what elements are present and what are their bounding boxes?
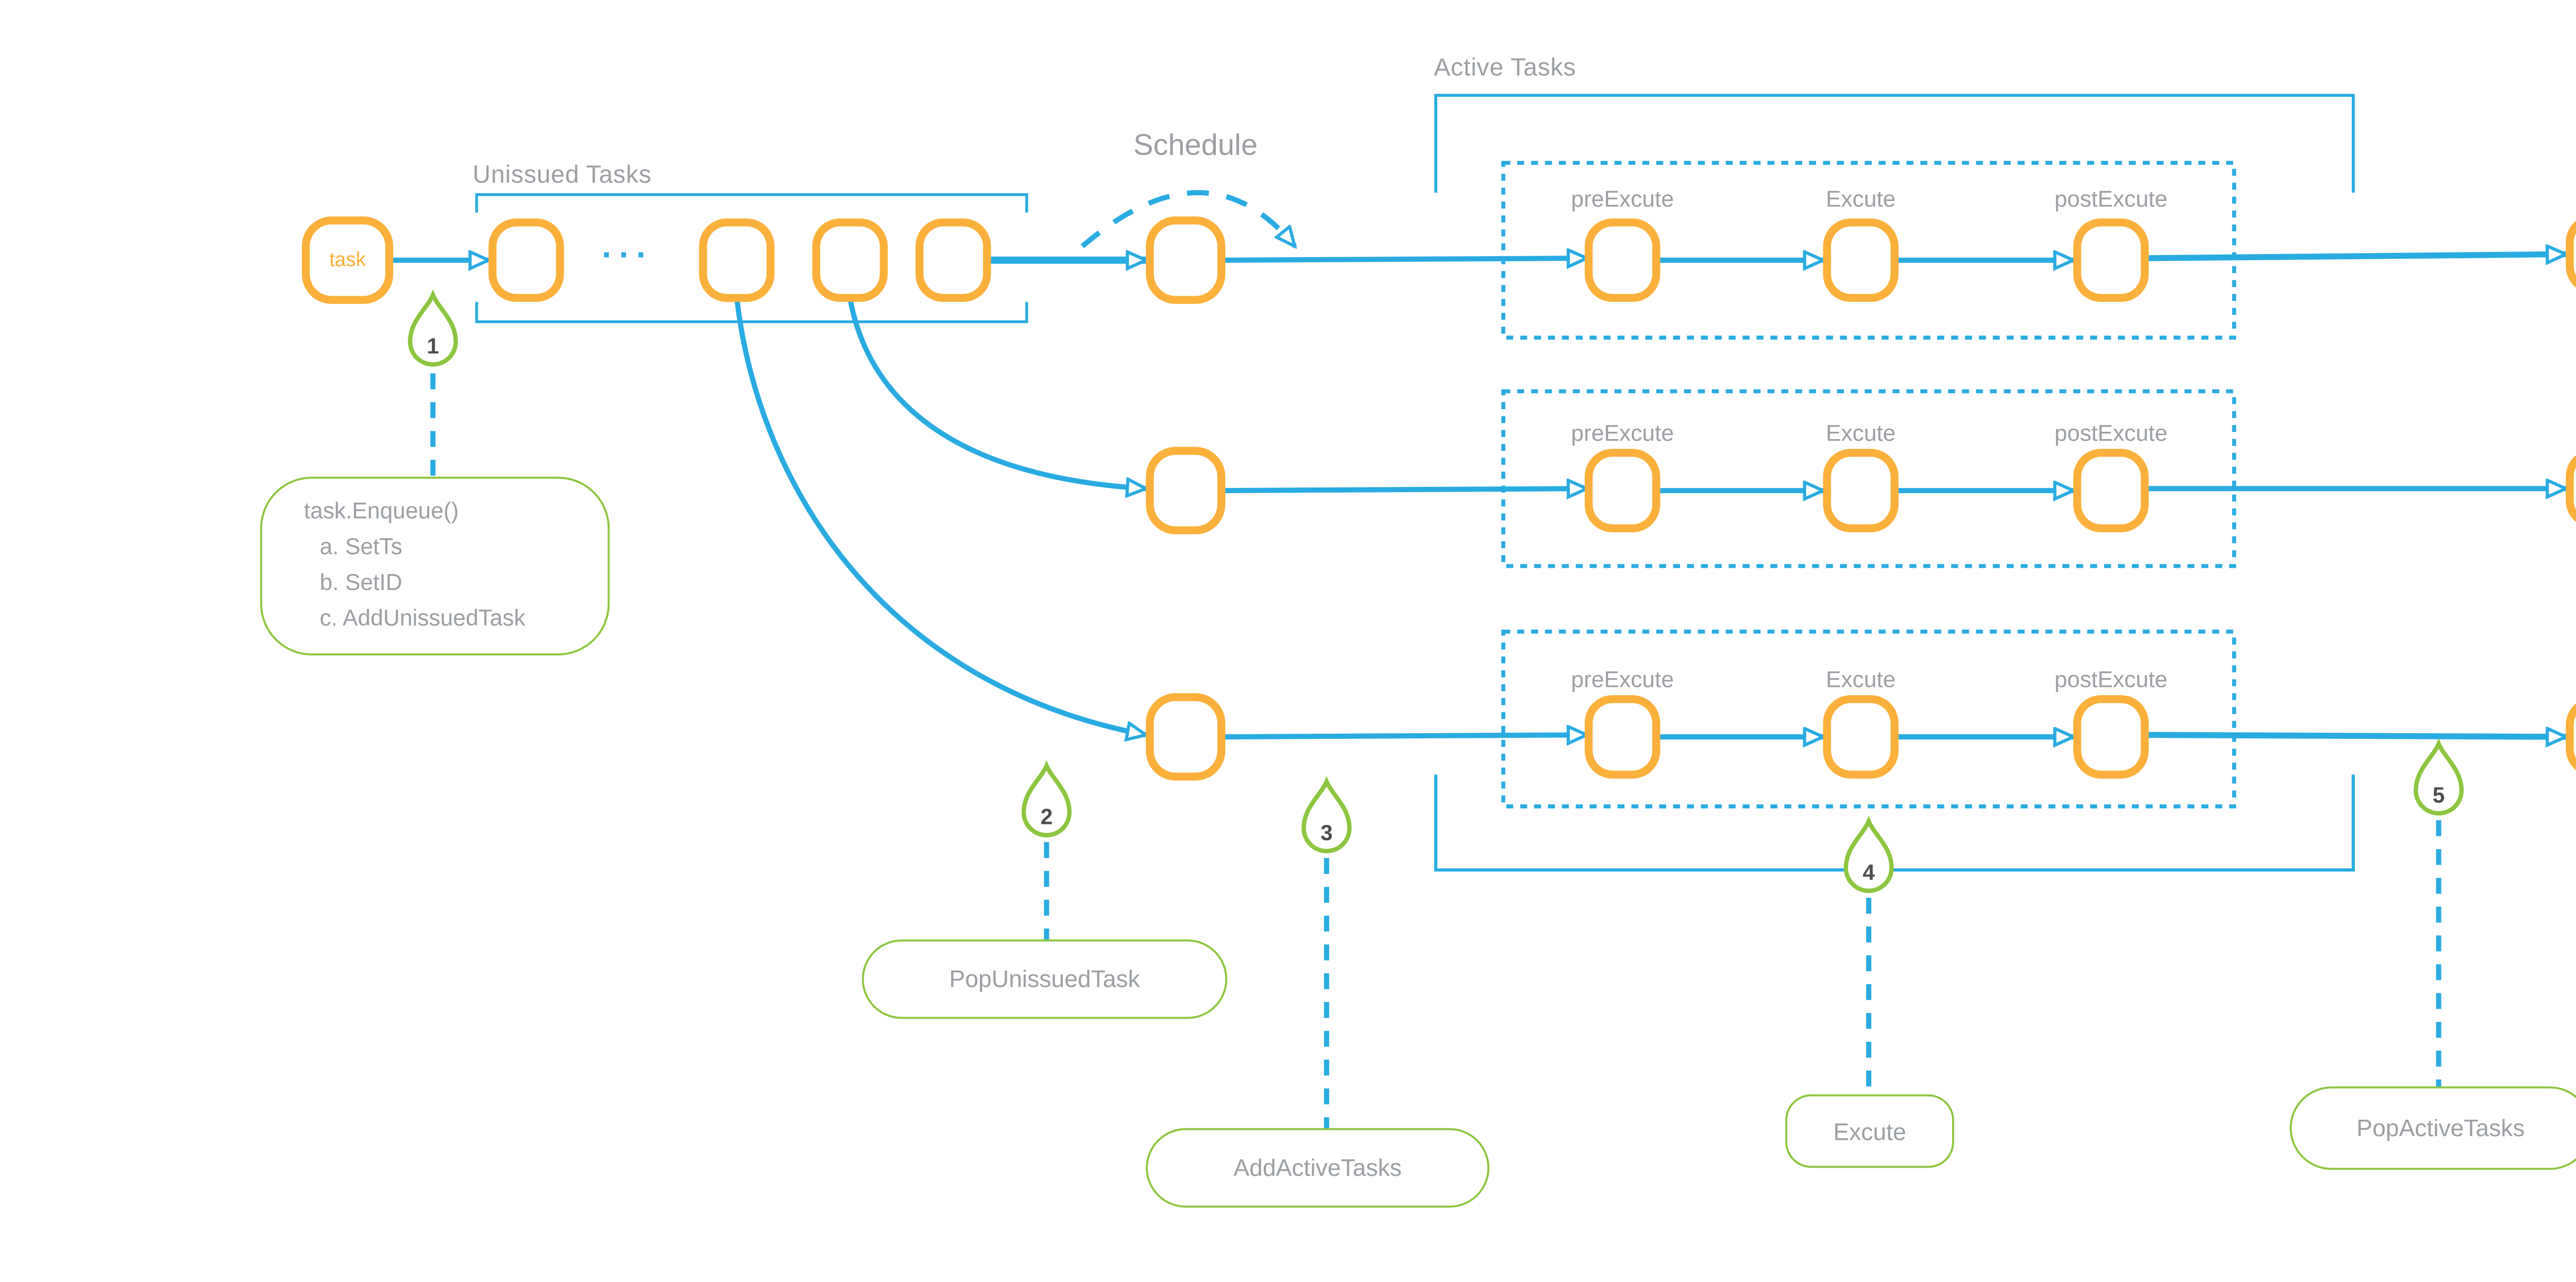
execution-box-row1 — [1501, 161, 2236, 340]
arrow-schedule3-to-pre3 — [1221, 735, 1587, 737]
unissued-node-4 — [915, 218, 991, 302]
execute-label-row3: Excute — [1825, 669, 1896, 694]
unissued-tasks-label: Unissued Tasks — [472, 161, 652, 189]
execute-label-row1: Excute — [1825, 189, 1896, 213]
curve-queue-to-schedule3 — [734, 297, 1146, 735]
schedule-node-row2 — [1146, 447, 1226, 534]
pre-execute-node-row2 — [1584, 449, 1660, 533]
pre-execute-label-row1: preExcute — [1571, 189, 1674, 213]
schedule-label: Schedule — [1133, 129, 1258, 163]
post-execute-node-row1 — [2073, 218, 2149, 302]
schedule-arc-arrow — [1080, 190, 1295, 246]
step-3-number: 3 — [1320, 822, 1333, 847]
curve-queue-to-schedule2 — [847, 297, 1146, 488]
end-node-row3 — [2566, 703, 2576, 770]
unissued-bracket-top — [475, 193, 1028, 213]
queue-ellipsis: ··· — [601, 236, 654, 274]
step-1-item-b: b. SetID — [319, 572, 402, 596]
pre-execute-label-row2: preExcute — [1571, 423, 1674, 447]
execution-box-row3 — [1501, 629, 2236, 808]
execution-box-row2 — [1501, 389, 2236, 568]
step-1-annotation-box: task.Enqueue() a. SetTs b. SetID c. AddU… — [260, 477, 610, 656]
step-4-pin-icon — [1843, 816, 1894, 893]
post-execute-label-row2: postExcute — [2054, 423, 2168, 447]
step-1-number: 1 — [427, 335, 439, 360]
task-node-label: task — [329, 249, 366, 272]
step-4-annotation-box: Excute — [1785, 1094, 1954, 1168]
post-execute-node-row2 — [2073, 449, 2149, 533]
step-1-pin-icon — [408, 289, 458, 367]
pre-execute-node-row3 — [1584, 695, 1660, 779]
step-2-annotation-box: PopUnissuedTask — [861, 939, 1228, 1019]
schedule-node-row1 — [1146, 216, 1226, 304]
unissued-node-3 — [812, 218, 888, 302]
unissued-bracket-bottom — [475, 301, 1028, 324]
end-node-row2 — [2566, 455, 2576, 522]
step-2-number: 2 — [1040, 806, 1053, 831]
arrow-post1-to-end1 — [2144, 254, 2566, 258]
end-node-row1 — [2566, 221, 2576, 288]
post-execute-label-row3: postExcute — [2054, 669, 2168, 694]
arrow-post3-to-end3 — [2144, 735, 2566, 737]
active-tasks-label: Active Tasks — [1434, 54, 1577, 82]
step-5-number: 5 — [2432, 784, 2445, 808]
post-execute-node-row3 — [2073, 695, 2149, 779]
step-4-number: 4 — [1862, 862, 1875, 886]
schedule-node-row3 — [1146, 693, 1226, 781]
arrow-schedule2-to-pre2 — [1221, 488, 1587, 491]
step-5-pin-icon — [2413, 738, 2464, 816]
execute-node-row3 — [1823, 695, 1899, 779]
step-5-annotation-box: PopActiveTasks — [2290, 1086, 2576, 1170]
task-node — [301, 216, 394, 304]
pre-execute-node-row1 — [1584, 218, 1660, 302]
active-bracket-top — [1434, 94, 2355, 193]
execute-node-row1 — [1823, 218, 1899, 302]
execute-label-row2: Excute — [1825, 423, 1896, 447]
active-bracket-bottom — [1434, 774, 2355, 872]
step-1-item-a: a. SetTs — [319, 536, 402, 560]
pre-execute-label-row3: preExcute — [1571, 669, 1674, 694]
execute-node-row2 — [1823, 449, 1899, 533]
arrow-schedule1-to-pre1 — [1221, 258, 1587, 260]
step-3-annotation-box: AddActiveTasks — [1146, 1128, 1489, 1208]
step-1-item-c: c. AddUnissuedTask — [319, 608, 526, 632]
step-1-title: task.Enqueue() — [303, 500, 459, 525]
step-3-pin-icon — [1301, 776, 1352, 853]
unissued-node-1 — [488, 218, 564, 302]
post-execute-label-row1: postExcute — [2054, 189, 2168, 213]
step-2-pin-icon — [1021, 760, 1072, 838]
unissued-node-2 — [699, 218, 775, 302]
